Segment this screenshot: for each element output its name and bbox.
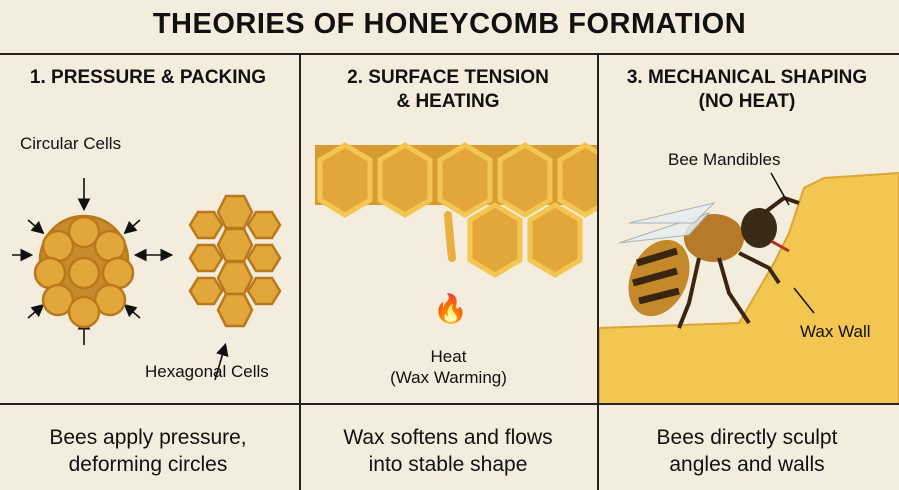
column-3-caption: Bees directly sculpt angles and walls [599,424,895,478]
packing-illustration [12,178,282,380]
divider [597,53,599,490]
bee-mandibles-label: Bee Mandibles [668,150,781,169]
heading-line: 2. SURFACE TENSION [347,67,549,88]
column-1-caption: Bees apply pressure, deforming circles [0,424,296,478]
column-2-heading: 2. SURFACE TENSION & HEATING [300,66,596,114]
honeycomb-illustration [315,142,597,278]
label-line: (Wax Warming) [390,368,507,387]
caption-line: Bees directly sculpt [656,426,838,449]
divider [299,53,301,490]
bee-icon [618,195,800,329]
heat-label: Heat (Wax Warming) [300,346,597,388]
column-2-caption: Wax softens and flows into stable shape [300,424,596,478]
page-title: THEORIES OF HONEYCOMB FORMATION [152,8,747,40]
column-1-heading: 1. PRESSURE & PACKING [0,66,296,90]
heading-line: 1. PRESSURE & PACKING [29,67,267,88]
bee-illustration [599,171,899,403]
heading-line: (NO HEAT) [698,91,796,112]
caption-line: angles and walls [669,453,825,476]
heading-line: & HEATING [396,91,500,112]
caption-line: deforming circles [68,453,228,476]
column-3-heading: 3. MECHANICAL SHAPING (NO HEAT) [599,66,895,114]
label-line: Heat [430,347,467,366]
hexagonal-cells-label: Hexagonal Cells [145,362,269,381]
flame-icon: 🔥 [433,293,468,324]
circular-cells-label: Circular Cells [20,134,122,153]
divider [0,403,899,405]
divider [0,53,899,55]
heading-line: 3. MECHANICAL SHAPING [626,67,868,88]
caption-line: Bees apply pressure, [49,426,247,449]
caption-line: Wax softens and flows [343,426,553,449]
wax-wall-label: Wax Wall [800,322,871,341]
caption-line: into stable shape [368,453,528,476]
